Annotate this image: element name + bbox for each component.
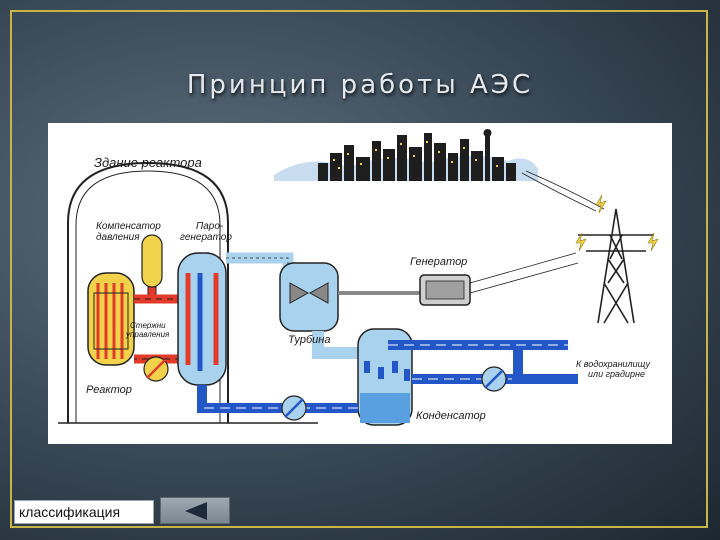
pump-icon [281, 395, 307, 421]
pump-icon [481, 366, 507, 392]
label-generator: Генератор [410, 256, 467, 268]
city-skyline-icon [274, 129, 538, 181]
pump-icon [143, 356, 169, 382]
generator-icon [419, 274, 471, 306]
label-steamgen-1: Паро- [196, 221, 224, 232]
label-rods-1: Стержни [130, 321, 166, 330]
label-pressurizer-1: Компенсатор [96, 221, 161, 232]
classification-link[interactable]: классификация [14, 500, 154, 524]
turbine-icon [279, 262, 339, 332]
label-rods-2: управления [125, 330, 170, 339]
label-pressurizer-2: давления [96, 232, 140, 243]
slide-frame [10, 10, 708, 528]
label-reservoir-1: К водохранилищу [576, 359, 650, 369]
slide-title: Принцип работы АЭС [186, 70, 534, 100]
back-button[interactable] [160, 497, 230, 524]
label-reactor: Реактор [86, 384, 132, 396]
npp-diagram: Здание реактора Компенсатор давления Пар… [48, 123, 672, 444]
label-building: Здание реактора [94, 155, 202, 170]
lightning-icon [575, 194, 659, 252]
label-reservoir-2: или градирне [588, 369, 645, 379]
label-condenser: Конденсатор [416, 410, 486, 422]
left-arrow-icon [185, 502, 207, 520]
label-steamgen-2: генератор [180, 232, 232, 243]
label-turbine: Турбина [288, 334, 330, 346]
power-pylon-icon [578, 208, 654, 324]
